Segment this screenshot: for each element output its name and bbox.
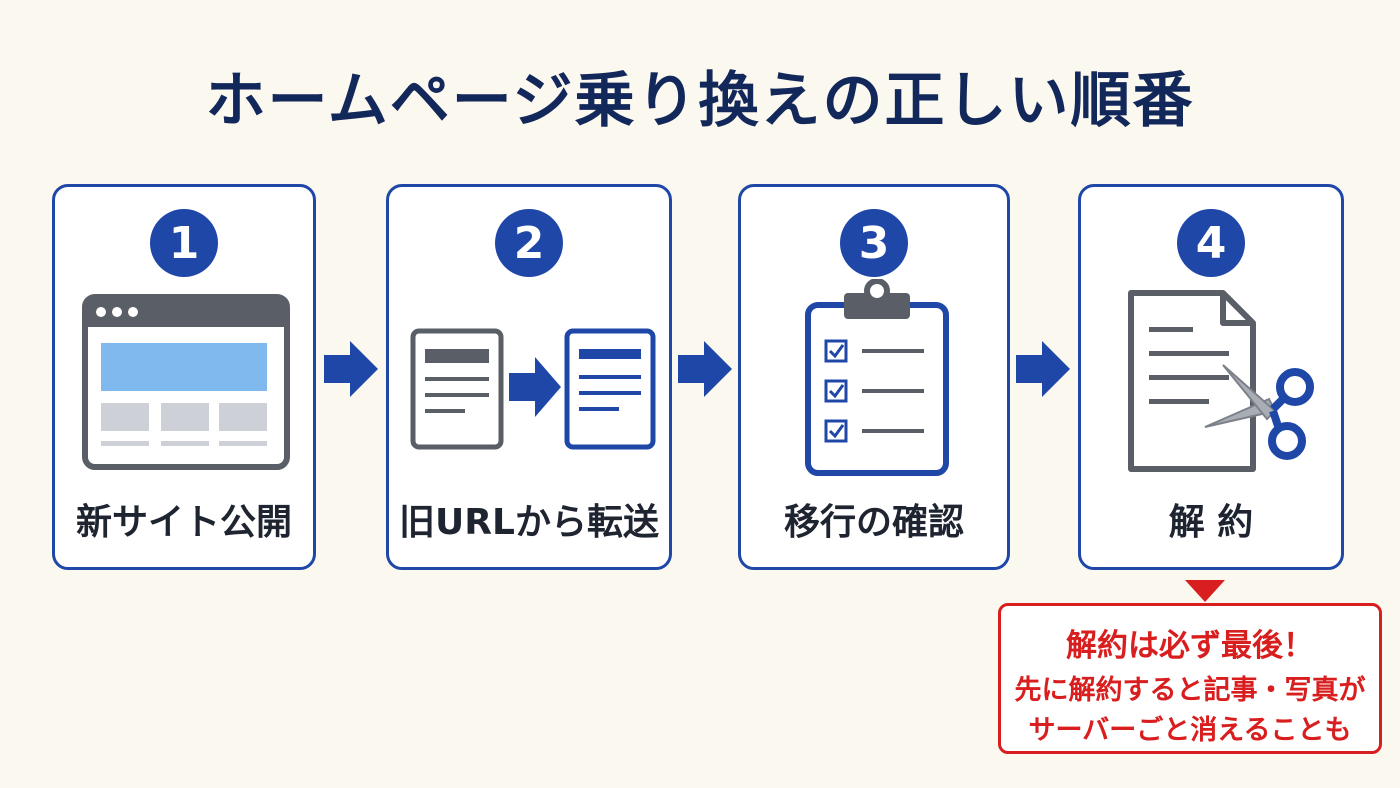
callout-heading: 解約は必ず最後！ bbox=[1066, 628, 1314, 664]
step-number-badge-4: 4 bbox=[1177, 209, 1245, 277]
clipboard-checklist-icon bbox=[805, 279, 949, 476]
step-number-badge-1: 1 bbox=[150, 209, 218, 277]
step-label-2: 旧URLから転送 bbox=[399, 502, 659, 543]
step-card-3: 3 移行の確認 bbox=[738, 184, 1010, 570]
document-scissors-icon bbox=[1128, 290, 1314, 472]
step-label-4: 解 約 bbox=[1168, 502, 1254, 543]
step-number-badge-2: 2 bbox=[495, 209, 563, 277]
step-card-4: 4 解 約 bbox=[1078, 184, 1344, 570]
browser-window-icon bbox=[82, 294, 290, 470]
flow-arrow-2 bbox=[678, 341, 732, 397]
flow-arrow-3 bbox=[1016, 341, 1070, 397]
step-label-1: 新サイト公開 bbox=[75, 502, 292, 543]
flow-arrow-1 bbox=[324, 341, 378, 397]
callout-pointer bbox=[1185, 580, 1225, 602]
step-card-2: 2 旧URLから転送 bbox=[386, 184, 672, 570]
url-redirect-icon bbox=[410, 328, 656, 450]
step-number-badge-3: 3 bbox=[840, 209, 908, 277]
step-label-3: 移行の確認 bbox=[783, 502, 964, 543]
step-card-1: 1 新サイト公開 bbox=[52, 184, 316, 570]
warning-callout: 解約は必ず最後！ 先に解約すると記事・写真が サーバーごと消えることも bbox=[998, 603, 1382, 754]
callout-line-1: 先に解約すると記事・写真が bbox=[1014, 675, 1366, 706]
page-title: ホームページ乗り換えの正しい順番 bbox=[205, 66, 1195, 136]
callout-line-2: サーバーごと消えることも bbox=[1028, 715, 1352, 746]
